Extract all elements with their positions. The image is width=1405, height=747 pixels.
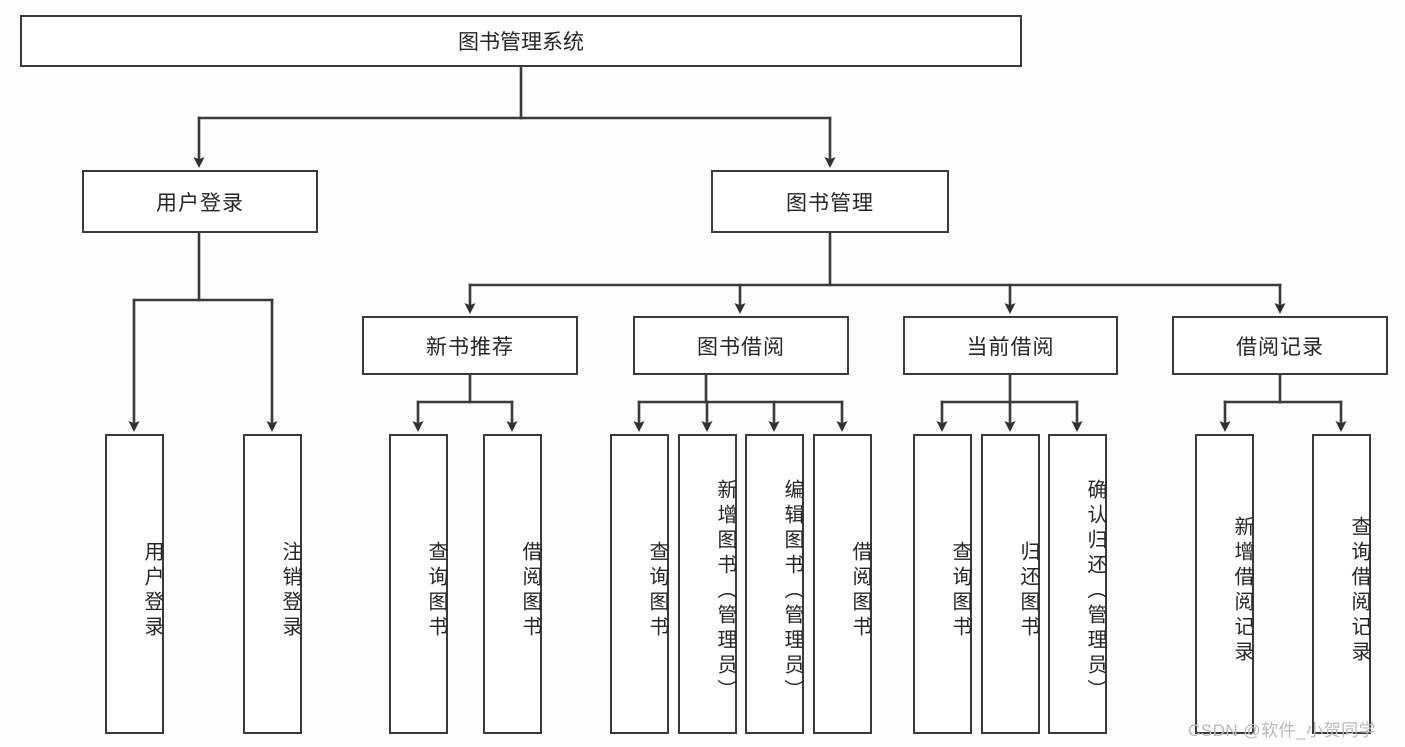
leaf-query-book-recommend[interactable]: 查询图书 <box>389 434 448 734</box>
csdn-watermark: CSDN @软件_小贺同学 <box>1188 721 1377 740</box>
leaf-confirm-return-admin[interactable]: 确认归还（管理员） <box>1048 434 1107 734</box>
node-book-borrow[interactable]: 图书借阅 <box>633 316 849 375</box>
node-root-system[interactable]: 图书管理系统 <box>20 15 1022 67</box>
node-book-management[interactable]: 图书管理 <box>711 170 949 233</box>
leaf-user-login[interactable]: 用户登录 <box>105 434 164 734</box>
leaf-edit-book-admin[interactable]: 编辑图书（管理员） <box>745 434 804 734</box>
leaf-borrow-book[interactable]: 借阅图书 <box>813 434 872 734</box>
leaf-add-borrow-record[interactable]: 新增借阅记录 <box>1195 434 1254 734</box>
node-current-borrow[interactable]: 当前借阅 <box>903 316 1118 375</box>
leaf-logout-login[interactable]: 注销登录 <box>243 434 302 734</box>
node-user-login[interactable]: 用户登录 <box>82 170 318 233</box>
node-new-book-recommend[interactable]: 新书推荐 <box>362 316 578 375</box>
leaf-query-book-borrow[interactable]: 查询图书 <box>610 434 669 734</box>
leaf-borrow-book-recommend[interactable]: 借阅图书 <box>483 434 542 734</box>
leaf-add-book-admin[interactable]: 新增图书（管理员） <box>678 434 737 734</box>
leaf-query-borrow-record[interactable]: 查询借阅记录 <box>1312 434 1371 734</box>
leaf-return-book[interactable]: 归还图书 <box>981 434 1040 734</box>
node-borrow-record[interactable]: 借阅记录 <box>1172 316 1388 375</box>
leaf-query-book-current[interactable]: 查询图书 <box>913 434 972 734</box>
